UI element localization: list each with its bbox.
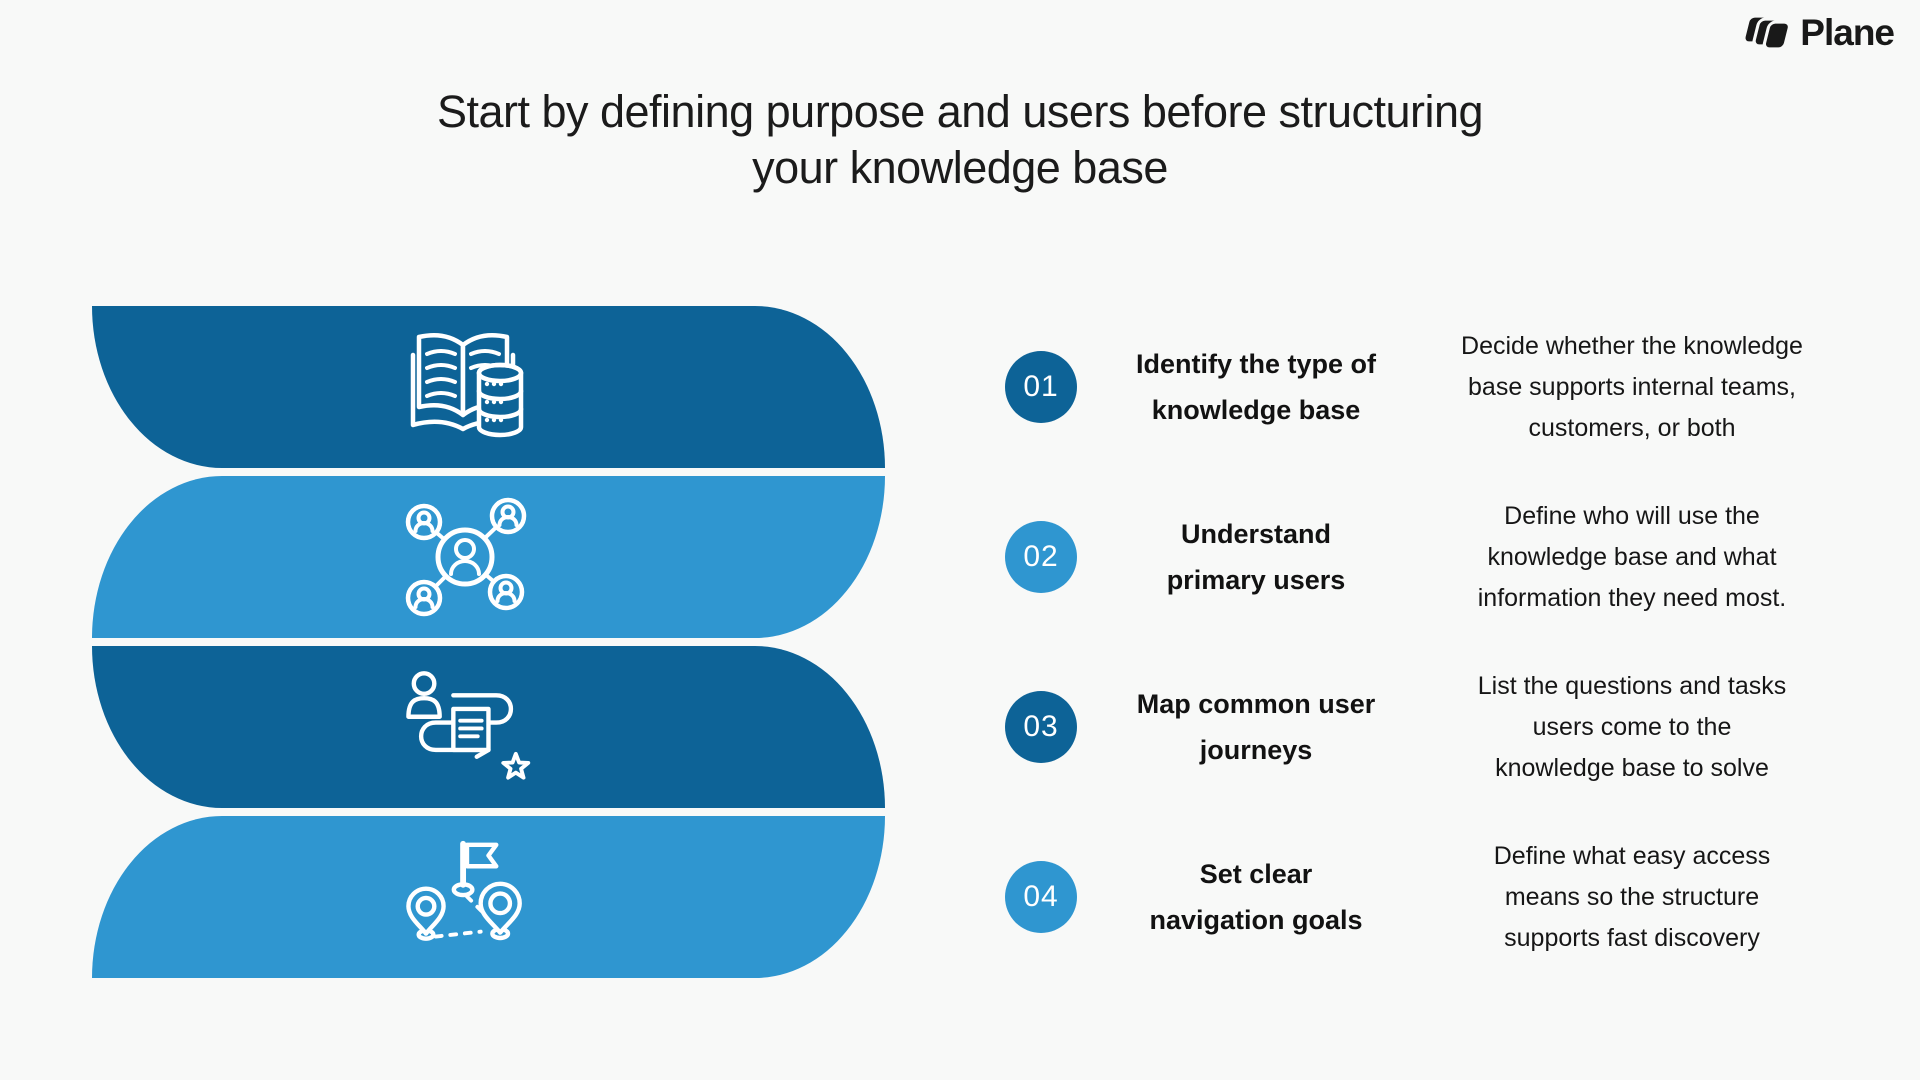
step-description: Define what easy access means so the str…	[1493, 841, 1771, 952]
step-row: 03 Map common user journeys List the que…	[1005, 646, 1865, 808]
step-description: List the questions and tasks users come …	[1477, 671, 1787, 782]
page-title: Start by defining purpose and users befo…	[436, 86, 1484, 193]
plane-logo: Plane	[1741, 12, 1895, 54]
step-title: Map common user journeys	[1136, 689, 1376, 765]
step-number-badge: 03	[1005, 691, 1077, 763]
journey-path-icon	[397, 666, 537, 788]
step-description: Decide whether the knowledge base suppor…	[1461, 331, 1803, 442]
step-bar-2	[92, 476, 885, 638]
step-bar-4	[92, 816, 885, 978]
step-number-badge: 01	[1005, 351, 1077, 423]
book-database-icon	[397, 326, 537, 448]
step-description: Define who will use the knowledge base a…	[1477, 501, 1787, 612]
step-bar-3	[92, 646, 885, 808]
plane-logo-icon	[1742, 14, 1792, 51]
step-title: Understand primary users	[1166, 519, 1346, 595]
step-number-badge: 04	[1005, 861, 1077, 933]
step-title: Identify the type of knowledge base	[1135, 349, 1376, 425]
user-network-icon	[397, 496, 537, 618]
step-number-badge: 02	[1005, 521, 1077, 593]
step-bar-1	[92, 306, 885, 468]
step-row: 01 Identify the type of knowledge base D…	[1005, 306, 1865, 468]
navigation-goals-icon	[397, 836, 537, 958]
step-title: Set clear navigation goals	[1149, 859, 1363, 935]
step-row: 02 Understand primary users Define who w…	[1005, 476, 1865, 638]
plane-logo-text: Plane	[1800, 12, 1895, 53]
step-row: 04 Set clear navigation goals Define wha…	[1005, 816, 1865, 978]
